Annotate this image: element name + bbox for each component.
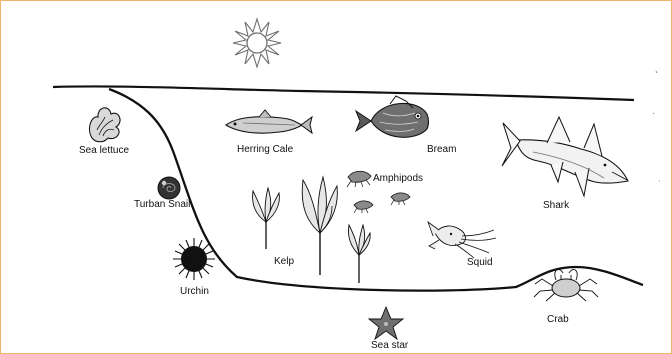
sun-icon — [233, 19, 281, 67]
fish-icon — [356, 96, 429, 137]
decorative-mark — [653, 71, 660, 181]
starfish-icon — [369, 307, 403, 339]
sea-lettuce-icon — [90, 108, 121, 142]
label-crab: Crab — [547, 315, 569, 325]
fish-icon — [226, 110, 312, 133]
label-shark: Shark — [543, 201, 569, 211]
urchin-icon — [173, 238, 215, 280]
label-sea-lettuce: Sea lettuce — [79, 146, 129, 156]
amphipod-icon — [391, 193, 410, 205]
label-turban-snail: Turban Snail — [134, 200, 190, 210]
water-surface-line — [53, 86, 634, 100]
label-amphipods: Amphipods — [373, 174, 423, 184]
label-kelp: Kelp — [274, 257, 294, 267]
snail-icon — [158, 177, 180, 199]
label-squid: Squid — [467, 258, 493, 268]
kelp-icon — [253, 188, 280, 249]
label-urchin: Urchin — [180, 287, 209, 297]
amphipod-icon — [354, 201, 373, 213]
amphipod-icon — [347, 171, 371, 187]
kelp-icon — [348, 225, 370, 283]
label-bream: Bream — [427, 145, 456, 155]
shark-icon — [502, 117, 628, 196]
kelp-icon — [302, 177, 337, 275]
label-herring-cale: Herring Cale — [237, 145, 293, 155]
label-sea-star: Sea star — [371, 341, 408, 351]
squid-icon — [428, 222, 496, 258]
